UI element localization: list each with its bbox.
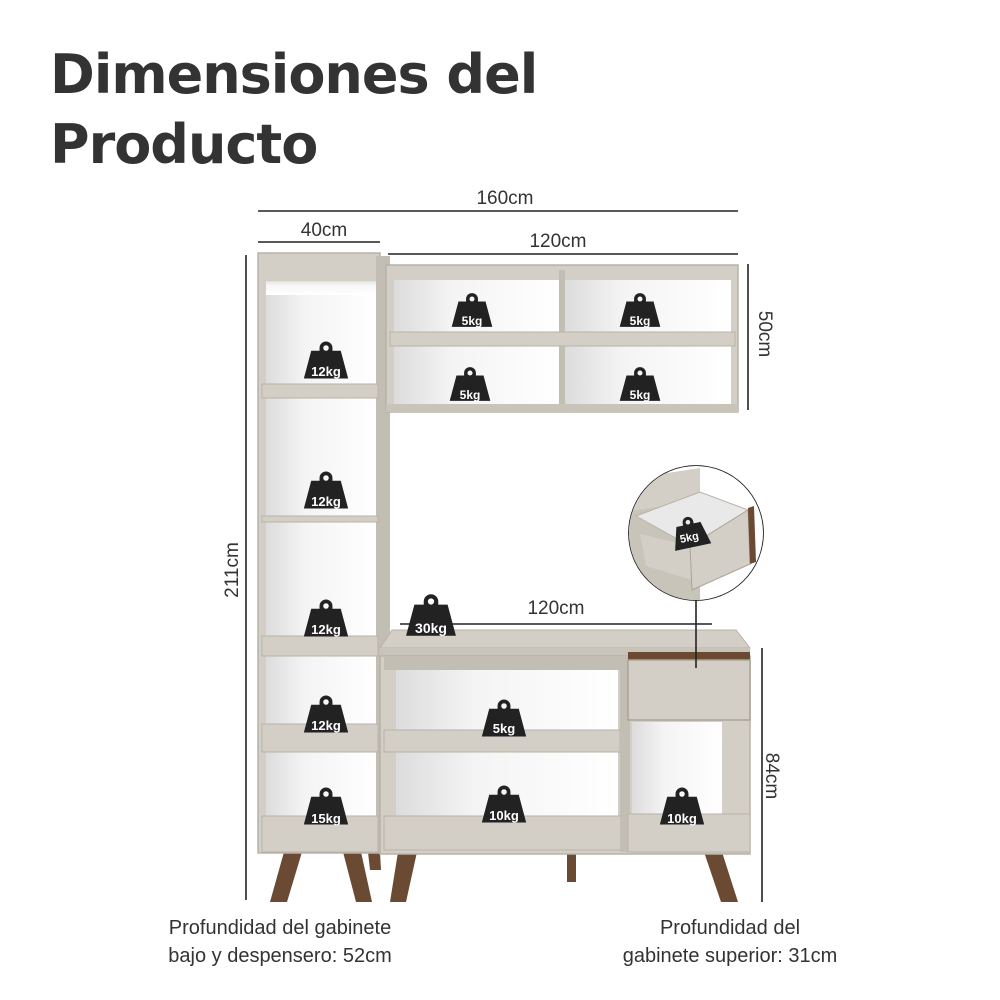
tower-width-label: 40cm xyxy=(301,220,347,241)
upper-depth-note: Profundidad del gabinete superior: 31cm xyxy=(585,914,875,970)
counter-top-load: 30kg xyxy=(415,620,447,636)
leg-5 xyxy=(567,852,576,882)
drawer-front xyxy=(627,659,751,721)
cabinet-legs xyxy=(270,852,738,902)
leg-1 xyxy=(270,852,302,902)
upper-load-4: 5kg xyxy=(630,388,651,402)
upper-height-label: 50cm xyxy=(754,311,775,357)
leg-3 xyxy=(368,852,381,870)
upper-load-1: 5kg xyxy=(462,314,483,328)
upper-load-3: 5kg xyxy=(460,388,481,402)
weight-labels: 12kg 12kg 12kg 12kg 15kg 5kg 5kg 5kg 5kg… xyxy=(311,314,700,826)
upper-width-label: 120cm xyxy=(529,231,586,252)
title-line-2: Producto xyxy=(50,113,318,176)
lower-cabinet xyxy=(379,629,752,855)
total-width-label: 160cm xyxy=(476,188,533,209)
title-line-1: Dimensiones del xyxy=(50,43,538,106)
upper-cabinet xyxy=(385,264,739,413)
total-height-label: 211cm xyxy=(222,542,243,598)
lower-shelf-load: 5kg xyxy=(493,721,515,736)
upper-depth-note-line-1: Profundidad del xyxy=(659,917,801,939)
tower-load-1: 12kg xyxy=(311,364,341,379)
leg-2 xyxy=(343,852,372,902)
lower-depth-note: Profundidad del gabinete bajo y despense… xyxy=(120,914,440,970)
lower-depth-note-line-1: Profundidad del gabinete xyxy=(168,917,392,939)
leg-6 xyxy=(704,852,738,902)
lower-bottom-load: 10kg xyxy=(489,808,519,823)
drawer-load: 5kg xyxy=(679,530,700,546)
tower-load-3: 12kg xyxy=(311,622,341,637)
tower-load-4: 12kg xyxy=(311,718,341,733)
lower-right-load: 10kg xyxy=(667,811,697,826)
tower-load-2: 12kg xyxy=(311,494,341,509)
lower-height-label: 84cm xyxy=(761,753,782,799)
leg-4 xyxy=(390,852,417,902)
counter-width-label: 120cm xyxy=(527,598,584,619)
upper-depth-note-line-2: gabinete superior: 31cm xyxy=(622,945,838,967)
lower-depth-note-line-2: bajo y despensero: 52cm xyxy=(168,945,392,967)
page-title: Dimensiones del Producto xyxy=(50,40,538,180)
dimension-labels: 160cm 40cm 120cm 50cm 211cm 120cm 84cm xyxy=(222,188,782,799)
tower-load-5: 15kg xyxy=(311,811,341,826)
upper-load-2: 5kg xyxy=(630,314,651,328)
